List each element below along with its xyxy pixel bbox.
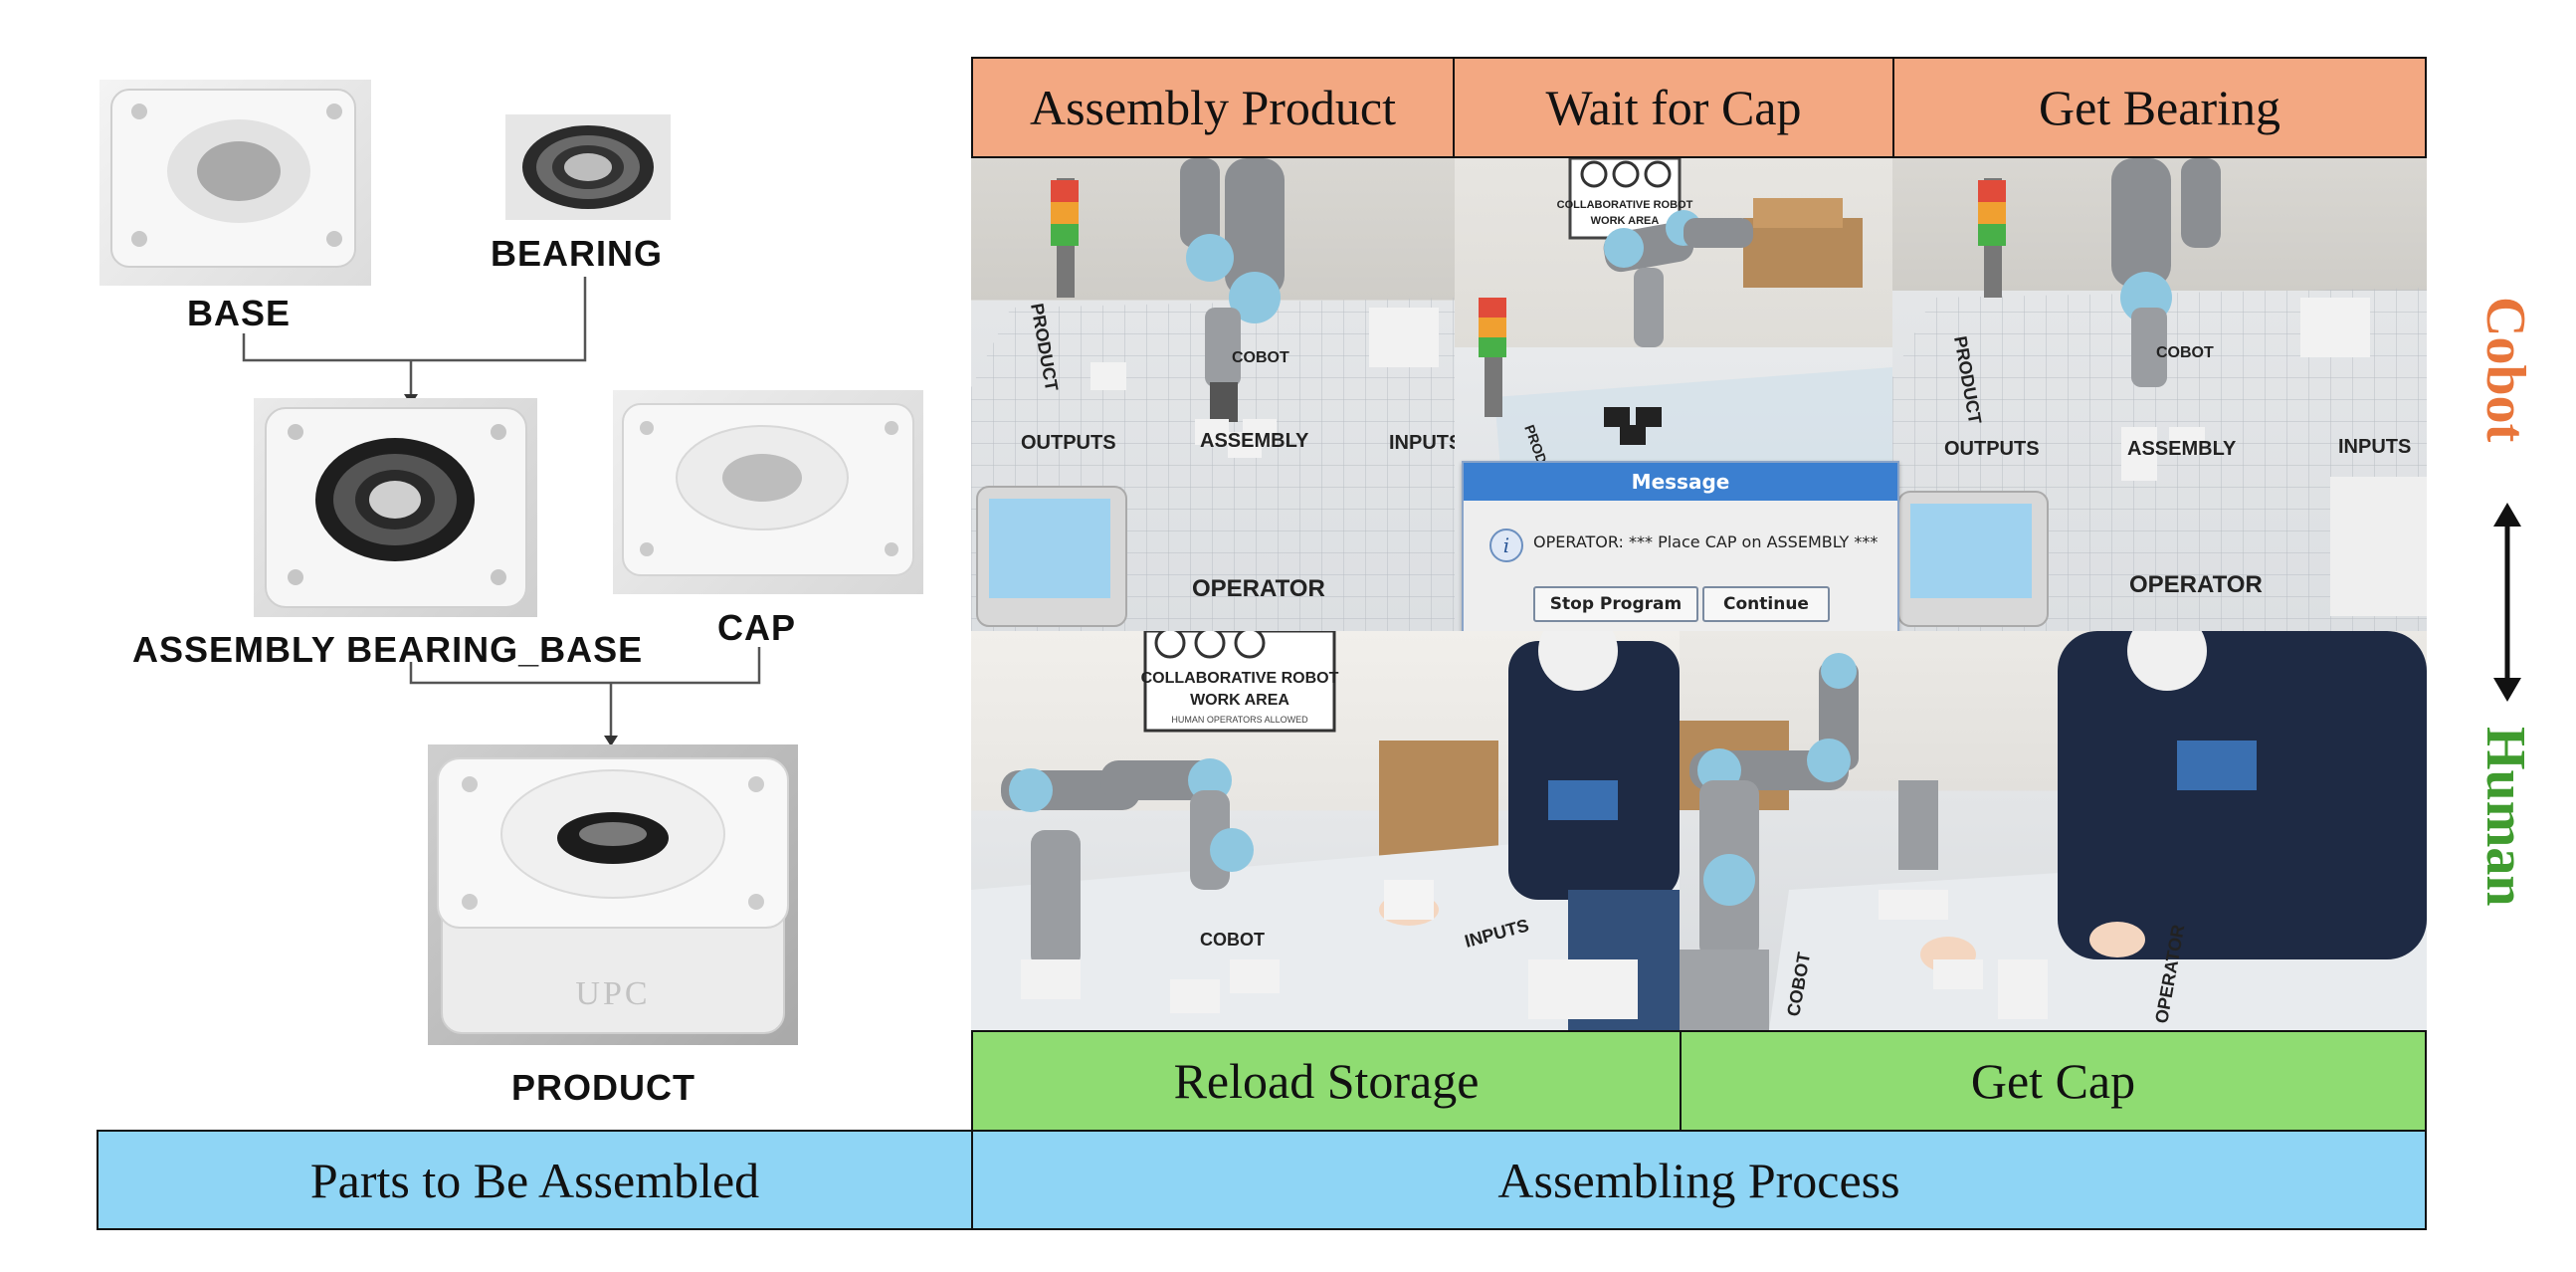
scene-inputs-label-3: INPUTS — [2338, 436, 2411, 458]
base-label: BASE — [187, 293, 292, 333]
step-get-cap: Get Cap — [1680, 1030, 2427, 1132]
step-reload-storage: Reload Storage — [971, 1030, 1682, 1132]
product-image: UPC — [428, 744, 798, 1045]
scene-sign-line2-4: WORK AREA — [1190, 692, 1289, 709]
dialog-title: Message — [1464, 463, 1897, 501]
step-assembly-product: Assembly Product — [971, 57, 1455, 158]
step-get-bearing: Get Bearing — [1892, 57, 2427, 158]
double-arrow-icon — [2493, 503, 2521, 702]
step-wait-for-cap: Wait for Cap — [1453, 57, 1894, 158]
parts-section-label: Parts to Be Assembled — [97, 1130, 973, 1230]
message-dialog: Message i OPERATOR: *** Place CAP on ASS… — [1462, 461, 1899, 636]
process-section-label: Assembling Process — [971, 1130, 2427, 1230]
scene-sign-line1-2: COLLABORATIVE ROBOT — [1557, 199, 1693, 211]
scene-sign-line3-4: HUMAN OPERATORS ALLOWED — [1171, 715, 1308, 725]
photo-cobot-assembly: PRODUCT COBOT OUTPUTS ASSEMBLY INPUTS OP… — [971, 158, 1455, 631]
scene-sign-line1-4: COLLABORATIVE ROBOT — [1141, 670, 1339, 687]
cap-image — [613, 390, 923, 594]
bearing-label: BEARING — [491, 233, 664, 274]
product-label: PRODUCT — [511, 1067, 695, 1108]
cobot-side-label: Cobot — [2475, 297, 2536, 443]
continue-button[interactable]: Continue — [1702, 586, 1830, 622]
dialog-message: OPERATOR: *** Place CAP on ASSEMBLY *** — [1533, 532, 1879, 551]
assembly-image — [254, 398, 537, 617]
photo-human-reload: COLLABORATIVE ROBOT WORK AREA HUMAN OPER… — [971, 631, 1680, 1030]
assembly-label: ASSEMBLY BEARING_BASE — [132, 629, 644, 670]
part-connectors — [242, 277, 761, 746]
scene-outputs-label-1: OUTPUTS — [1021, 432, 1116, 454]
scene-sign-line2-2: WORK AREA — [1591, 215, 1660, 227]
bearing-image — [505, 114, 671, 220]
scene-assembly-label-1: ASSEMBLY — [1200, 430, 1309, 452]
scene-outputs-label-3: OUTPUTS — [1944, 438, 2040, 460]
base-image — [99, 80, 371, 286]
scene-assembly-label-3: ASSEMBLY — [2127, 438, 2237, 460]
scene-cobot-label-4: COBOT — [1200, 930, 1265, 950]
scene-cobot-label-3: COBOT — [2156, 344, 2214, 361]
human-side-label: Human — [2475, 727, 2536, 907]
scene-operator-label-3: OPERATOR — [2129, 571, 2263, 598]
photo-cobot-bearing: PRODUCT COBOT OUTPUTS ASSEMBLY INPUTS OP… — [1892, 158, 2427, 631]
scene-operator-label-1: OPERATOR — [1192, 575, 1325, 602]
cap-label: CAP — [717, 607, 797, 648]
info-icon: i — [1489, 529, 1523, 562]
stop-program-button[interactable]: Stop Program — [1533, 586, 1698, 622]
product-engraving: UPC — [575, 975, 651, 1012]
scene-cobot-label-1: COBOT — [1232, 349, 1289, 366]
photo-human-cap: COBOT OPERATOR — [1680, 631, 2427, 1030]
scene-inputs-label-1: INPUTS — [1389, 432, 1455, 454]
